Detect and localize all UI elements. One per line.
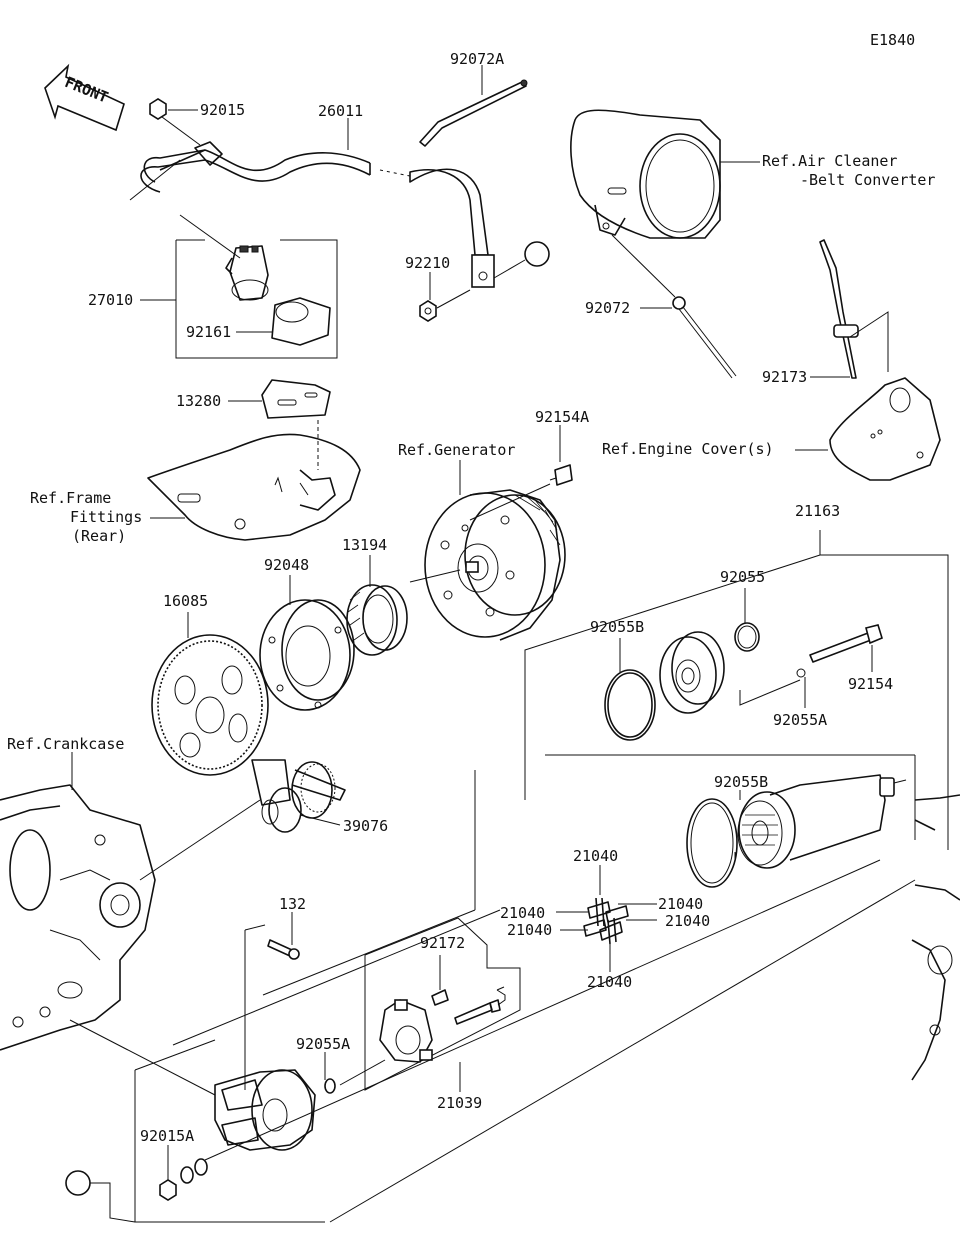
- nut-92015: [149, 98, 167, 120]
- label-21040-left-2: 21040: [507, 921, 552, 939]
- cable-tie-92072: [672, 296, 737, 379]
- label-92154: 92154: [848, 675, 893, 693]
- air-cleaner-ref: [570, 109, 721, 239]
- label-ref-belt-converter: -Belt Converter: [800, 171, 935, 189]
- ring-92048: [259, 599, 355, 711]
- callout-a-top: [524, 241, 550, 267]
- label-92072A: 92072A: [450, 50, 504, 68]
- label-13280: 13280: [176, 392, 221, 410]
- crankcase-ref-right: [911, 794, 960, 1081]
- frame-fittings-ref: [147, 420, 361, 541]
- starter-relay-27010: [175, 239, 338, 359]
- label-39076: 39076: [343, 817, 388, 835]
- bracket-13280: [261, 379, 331, 419]
- bolt-132: [267, 939, 300, 960]
- generator-rotor-ref: [424, 489, 566, 641]
- label-92210: 92210: [405, 254, 450, 272]
- label-92055: 92055: [720, 568, 765, 586]
- label-92015A: 92015A: [140, 1127, 194, 1145]
- starter-motor-21163: [524, 530, 949, 888]
- crankcase-ref-left: [0, 784, 156, 1051]
- clutch-13194: [346, 584, 408, 656]
- starter-front-cover: [214, 1069, 316, 1151]
- label-ref-frame-rear: (Rear): [72, 527, 126, 545]
- part-labels: 92015 26011 92072A Ref.Air Cleaner -Belt…: [7, 50, 935, 1145]
- engine-cover-ref: [829, 377, 941, 481]
- label-ref-engine-cover: Ref.Engine Cover(s): [602, 440, 774, 458]
- label-92048: 92048: [264, 556, 309, 574]
- label-21163: 21163: [795, 502, 840, 520]
- cable-tie-92173: [819, 239, 859, 379]
- label-21039: 21039: [437, 1094, 482, 1112]
- label-ref-generator: Ref.Generator: [398, 441, 515, 459]
- label-92055B-mid: 92055B: [714, 773, 768, 791]
- label-21040-left-1: 21040: [500, 904, 545, 922]
- nut-92210: [419, 300, 437, 322]
- label-27010: 27010: [88, 291, 133, 309]
- callout-a-bottom: [65, 1170, 91, 1196]
- label-92173: 92173: [762, 368, 807, 386]
- gear-16085: [151, 634, 291, 806]
- label-13194: 13194: [342, 536, 387, 554]
- label-92055B-top: 92055B: [590, 618, 644, 636]
- label-92154A: 92154A: [535, 408, 589, 426]
- label-21040-top: 21040: [573, 847, 618, 865]
- label-21040-bottom: 21040: [587, 973, 632, 991]
- label-132: 132: [279, 895, 306, 913]
- label-92172: 92172: [420, 934, 465, 952]
- springs-21040: [583, 897, 629, 945]
- label-ref-air-cleaner: Ref.Air Cleaner: [762, 152, 897, 170]
- label-92015: 92015: [200, 101, 245, 119]
- nut-92015A: [159, 1158, 208, 1201]
- label-ref-frame-fittings: Fittings: [70, 508, 142, 526]
- label-92161: 92161: [186, 323, 231, 341]
- label-ref-frame: Ref.Frame: [30, 489, 111, 507]
- label-21040-right-2: 21040: [665, 912, 710, 930]
- label-92055A-left: 92055A: [296, 1035, 350, 1053]
- label-ref-crankcase: Ref.Crankcase: [7, 735, 124, 753]
- label-92072: 92072: [585, 299, 630, 317]
- label-92055A-right: 92055A: [773, 711, 827, 729]
- diagram-code: E1840: [870, 31, 915, 49]
- front-direction-arrow: FRONT: [44, 63, 125, 132]
- label-21040-right-1: 21040: [658, 895, 703, 913]
- label-16085: 16085: [163, 592, 208, 610]
- brush-holder-21039: [364, 917, 521, 1091]
- washer-92055A: [324, 1078, 336, 1094]
- gear-39076: [261, 761, 346, 833]
- label-26011: 26011: [318, 102, 363, 120]
- cable-tie-92072A: [419, 79, 528, 147]
- leader-lines: [69, 65, 916, 1223]
- bolt-92154A: [549, 464, 573, 486]
